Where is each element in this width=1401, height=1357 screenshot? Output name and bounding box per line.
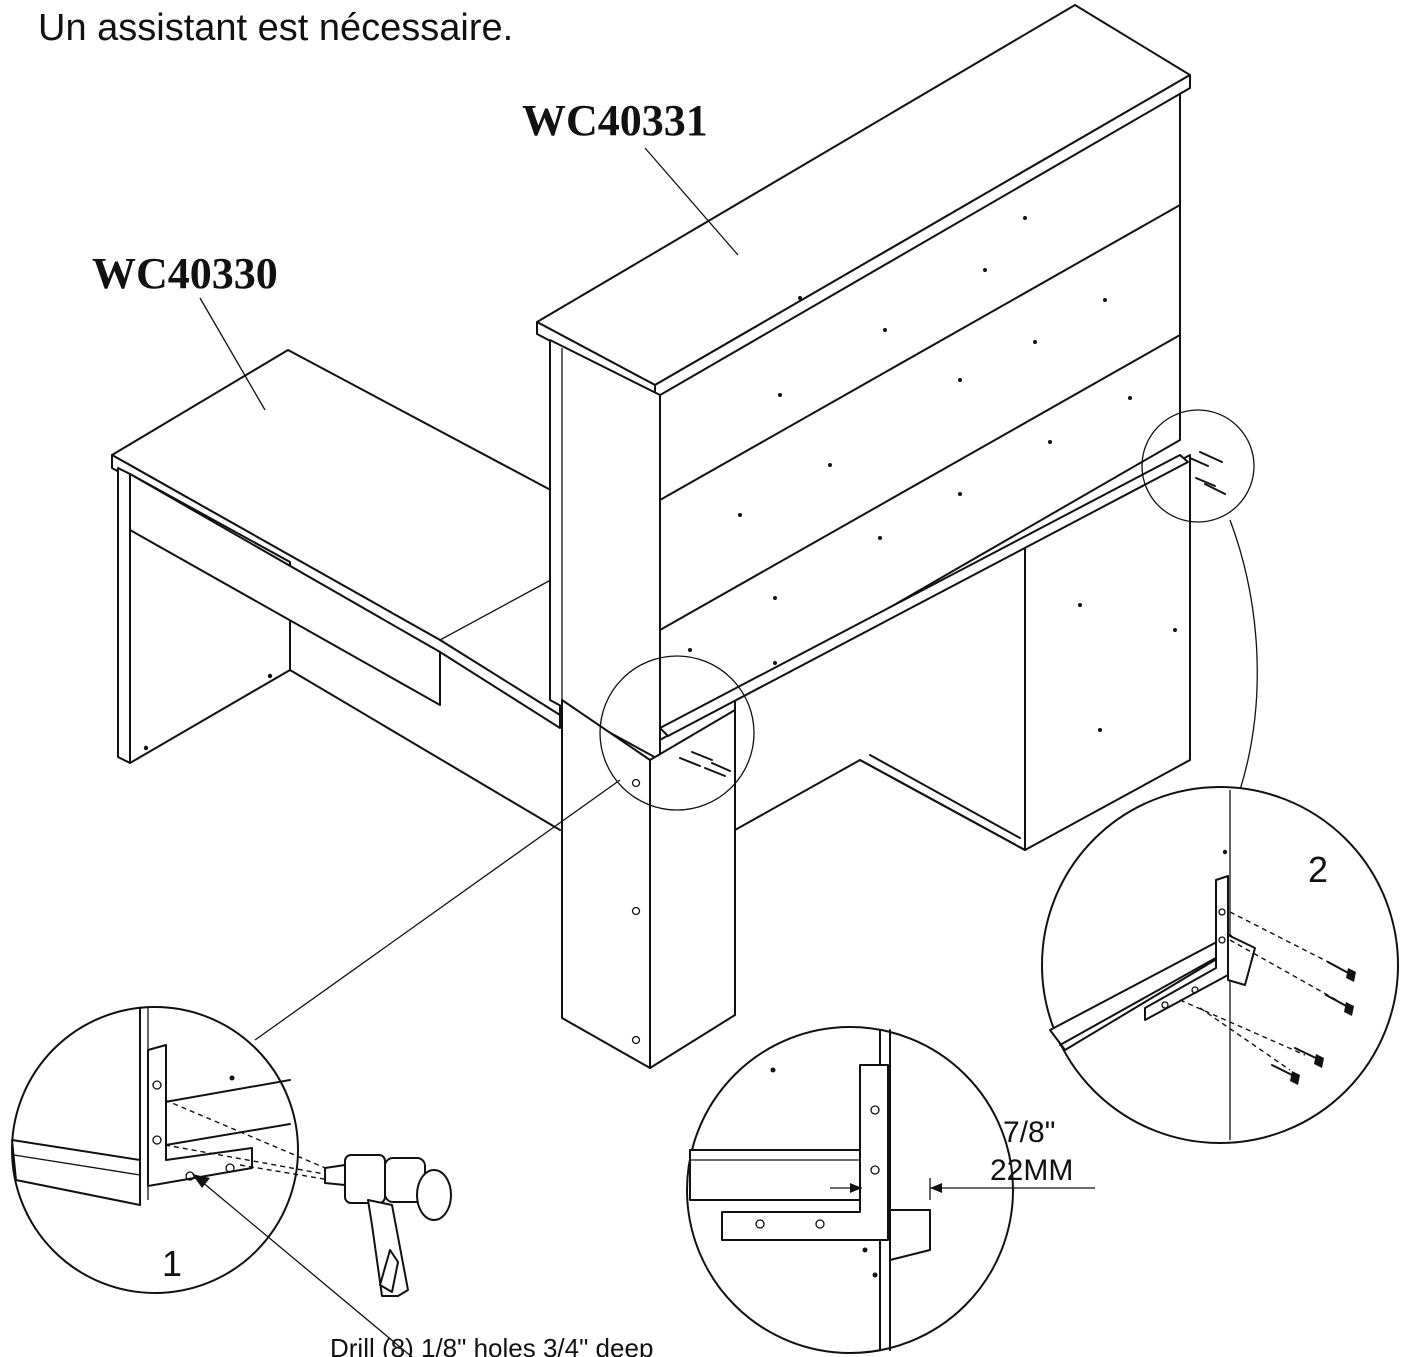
step-2-label: 2 [1308,849,1328,890]
detail-callout-2 [1141,409,1255,523]
step-1-label: 1 [162,1243,182,1284]
detail-callout-1 [599,655,755,811]
screw-icon [1271,961,1356,1085]
drill-note: Drill (8) 1/8" holes 3/4" deep [330,1333,653,1357]
assistant-note: Un assistant est nécessaire. [38,7,513,49]
detail-gap: 7/8" 22MM [686,1026,1095,1354]
detail-1: 1 [11,1006,331,1294]
hutch [536,4,1191,1069]
l-bracket-icon [147,1044,253,1187]
drill-icon [324,1154,452,1297]
detail-2: 2 [1041,786,1399,1144]
hutch-part-label: WC40331 [522,96,708,145]
desk-return [111,349,561,831]
gap-mm: 22MM [990,1154,1073,1187]
desk-part-label: WC40330 [92,249,278,298]
gap-inches: 7/8" [1003,1116,1055,1149]
